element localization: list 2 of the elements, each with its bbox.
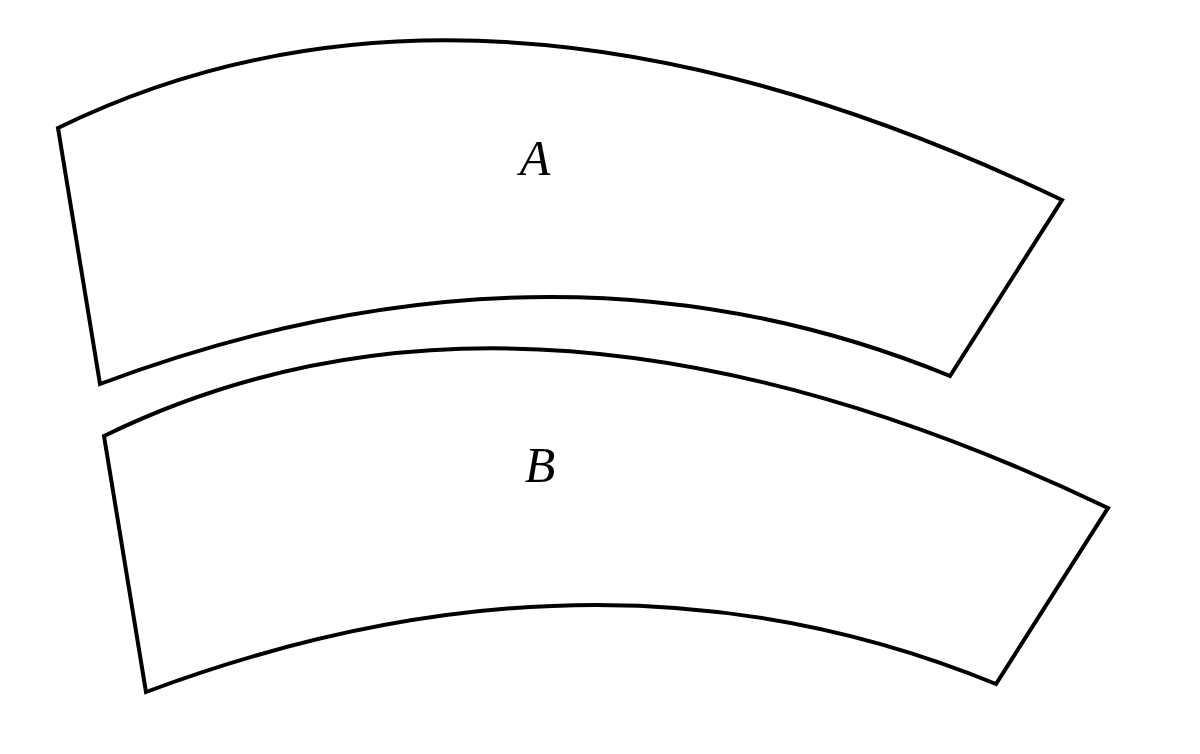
region-label: B xyxy=(524,440,556,490)
region-label: A xyxy=(519,133,551,183)
